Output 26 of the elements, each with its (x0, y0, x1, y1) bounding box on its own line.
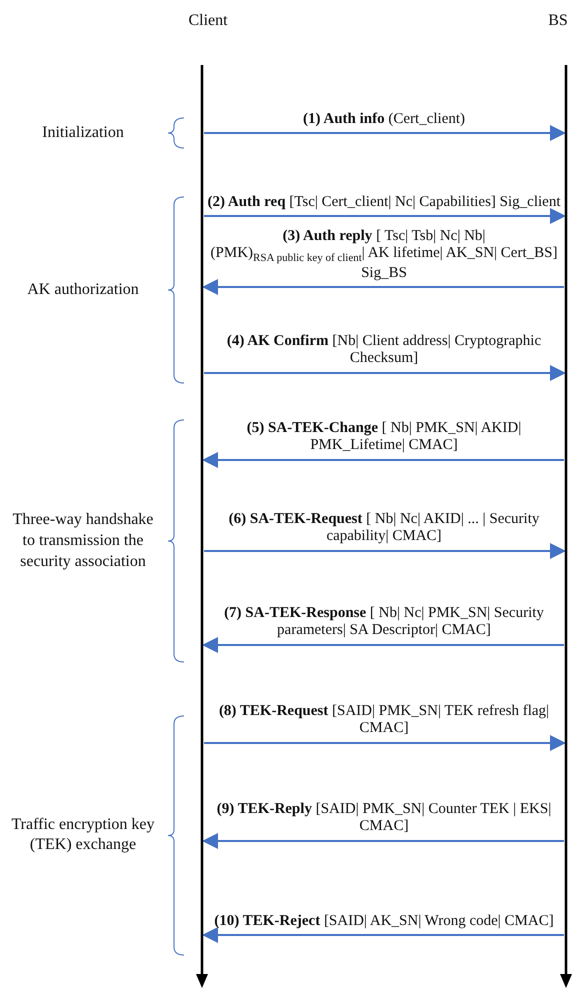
message-arrow (202, 637, 564, 653)
edge-label: (6) SA-TEK-Request [ Nb| Nc| AKID| ... | Security capability| CMAC] (228, 511, 540, 546)
participant-label: Client (188, 12, 228, 30)
message-arrow (202, 452, 564, 468)
message-arrow (202, 927, 564, 943)
edge-label: (2) Auth req [Tsc| Cert_client| Nc| Capabilities] Sig_client (206, 194, 562, 212)
message-arrow (204, 125, 566, 141)
edge-label: (5) SA-TEK-Change [ Nb| PMK_SN| AKID| PMK_Lifetime| CMAC] (246, 420, 522, 454)
edge-label: (8) TEK-Request [SAID| PMK_SN| TEK refresh flag| CMAC] (218, 703, 550, 738)
message-arrow (204, 735, 566, 751)
edge-label: (3) Auth reply [ Tsc| Tsb| Nc| Nb| (PMK)$_{RSA public key of client}$| AK lifetime| AK_SN| Cert_BS] Sig_BS (210, 228, 558, 282)
message-arrow (204, 208, 566, 224)
phase-label: AK authorization (26, 280, 140, 300)
edge-label: (4) AK Confirm [Nb| Client address| Cryptographic Checksum] (226, 333, 542, 368)
edge-label: (9) TEK-Reply [SAID| PMK_SN| Counter TEK | EKS| CMAC] (216, 801, 552, 836)
message-arrow (204, 543, 566, 559)
message-arrow (204, 365, 566, 381)
participant-label: BS (548, 12, 568, 30)
phase-label: Three-way handshake to transmission the security association (12, 510, 154, 572)
phase-label: Traffic encryption key (TEK) exchange (10, 814, 156, 856)
edge-label: (1) Auth info (Cert_client) (302, 111, 466, 128)
message-arrow (202, 279, 564, 295)
phase-label: Initialization (41, 122, 125, 142)
message-arrow (202, 833, 564, 849)
edge-label: (7) SA-TEK-Response [ Nb| Nc| PMK_SN| Security parameters| SA Descriptor| CMAC] (223, 605, 545, 640)
edge-label: (10) TEK-Reject [SAID| AK_SN| Wrong code| CMAC] (213, 913, 555, 930)
